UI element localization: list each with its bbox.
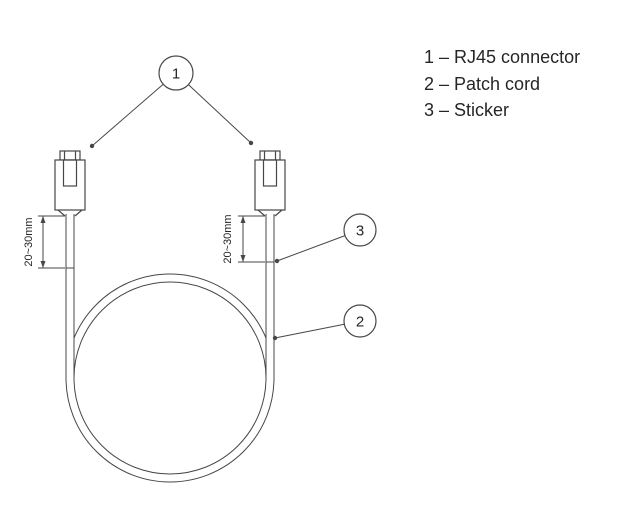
rj45-left-latch (62, 159, 78, 187)
dim-right-arrow-down (240, 255, 246, 262)
dimension-right-label: 20~30mm (222, 214, 234, 263)
legend-item-rj45: 1 – RJ45 connector (424, 47, 580, 67)
callout-3-number: 3 (356, 223, 364, 240)
callout-1: 1 (89, 55, 254, 149)
callout-3-circle (343, 213, 377, 247)
callout-2-circle (343, 304, 377, 338)
cable-loop-core (66, 274, 274, 482)
rj45-connector-left (54, 150, 86, 217)
rj45-left-latch-cap (59, 150, 81, 161)
legend: 1 – RJ45 connector 2 – Patch cord 3 – St… (424, 47, 580, 120)
rj45-left-boot-2 (74, 209, 83, 217)
dimension-left (38, 215, 65, 269)
rj45-right-latch-cap (259, 150, 281, 161)
callout-1-circle (158, 55, 194, 91)
callout-1-dot-left (89, 143, 95, 149)
rj45-right-boot-2 (274, 209, 283, 217)
callout-3-leader (276, 235, 346, 262)
callout-1-dot-right (248, 140, 254, 146)
dimension-right (238, 215, 265, 263)
callout-2: 2 (272, 304, 377, 341)
callout-3-dot (274, 258, 280, 264)
rj45-right-latch (262, 159, 278, 187)
dimension-left-label: 20~30mm (23, 217, 35, 266)
rj45-connector-right (254, 150, 286, 217)
callout-2-number: 2 (356, 314, 364, 331)
callout-1-leader-left (91, 83, 164, 147)
cable-loop (65, 273, 275, 483)
dim-left-arrow-up (40, 216, 46, 223)
dim-right-arrow-up (240, 216, 246, 223)
callout-2-dot (272, 335, 278, 341)
callout-3: 3 (274, 213, 377, 264)
legend-item-sticker: 3 – Sticker (424, 100, 509, 120)
dim-left-arrow-down (40, 261, 46, 268)
callout-1-leader-right (188, 84, 252, 144)
callout-1-number: 1 (172, 66, 180, 83)
rj45-right-body (254, 159, 286, 211)
legend-item-patch-cord: 2 – Patch cord (424, 74, 540, 94)
rj45-left-body (54, 159, 86, 211)
callout-2-leader (274, 323, 345, 339)
rj45-left-boot-1 (57, 209, 66, 217)
rj45-right-boot-1 (257, 209, 266, 217)
